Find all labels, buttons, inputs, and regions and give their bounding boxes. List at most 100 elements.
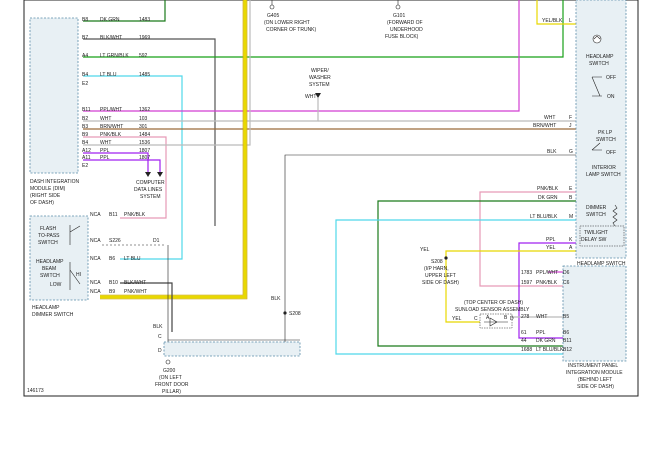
pklp-contacts [591, 142, 602, 151]
ipm-pin-5: B12 [563, 347, 572, 353]
ipm-pin-circuit-2: 278 [521, 314, 530, 320]
dim-pin-color-5: PPL/WHT [100, 107, 122, 113]
sunload-yel: YEL [452, 316, 462, 322]
hs-wire-brnwht: BRN/WHT [533, 123, 556, 129]
wire-yel-a [445, 250, 576, 323]
headlamp-lamp-icon [592, 34, 602, 44]
g405-label-2: (ON LOWER RIGHT [264, 20, 310, 26]
sunload-c: C [474, 316, 478, 322]
dim-pin-color-8: PNK/BLK [100, 132, 122, 138]
diagram-frame [23, 0, 639, 397]
dimmer-label-1: DIMMER [586, 205, 607, 211]
wire-dkgrn-b [377, 200, 576, 347]
dimmer-row4-pin: B10 [109, 280, 118, 286]
hs-wire-yel: YEL [546, 245, 556, 251]
hs-wire-ltblublk: LT BLU/BLK [530, 214, 558, 220]
dim-pin-10: A12 [82, 148, 91, 154]
computer-data-lines: COMPUTER DATA LINES SYSTEM [134, 172, 165, 200]
ipm-label-4: SIDE OF DASH) [577, 384, 614, 390]
interior-label-2: LAMP SWITCH [586, 172, 621, 178]
dim-pin-circuit-10: 1807 [139, 148, 150, 154]
ipm-pin-label-5: LT BLU/BLK [536, 347, 564, 353]
dimmer-label-2: SWITCH [586, 212, 606, 218]
wiper-arrow-icon [315, 93, 321, 98]
s208-lower: BLK S208 [271, 296, 301, 317]
ipm-pin-3: B6 [563, 330, 569, 336]
s208-label-4: SIDE OF DASH) [422, 280, 459, 286]
ipm-pin-label-1: PNK/BLK [536, 280, 558, 286]
flash-label-2: TO-PASS [38, 233, 60, 239]
beam-label-1: HEADLAMP [36, 259, 64, 265]
wire-b7-blkwht [83, 38, 216, 226]
low-label: LOW [50, 282, 62, 288]
g101-label-4: FUSE BLOCK) [385, 34, 419, 40]
ipm-pin-circuit-3: 61 [521, 330, 527, 336]
ipm-pin-label-4: DK GRN [536, 338, 556, 344]
s208-lower-wire: BLK [271, 296, 281, 302]
wire-ppl-k [518, 242, 576, 339]
sunload-label-2: SUNLOAD SENSOR ASSEMBLY [455, 307, 530, 313]
wiper-label-1: WIPER/ [311, 68, 329, 74]
dimmer-resistor [612, 204, 618, 227]
dim-pin-6: B2 [82, 116, 88, 122]
pklp-label-2: SWITCH [596, 137, 616, 143]
hs-wire-yelblk: YEL/BLK [542, 18, 563, 24]
wire-yel-thick [100, 0, 247, 299]
dim-pin-12: E2 [82, 163, 88, 169]
ipm-pin-circuit-5: 1688 [521, 347, 532, 353]
s208-lower-label: S208 [289, 311, 301, 317]
dimmer-row5-nca: NCA [90, 289, 101, 295]
headlamp-switch-title: HEADLAMP SWITCH [577, 261, 626, 267]
dimmer-row4-nca: NCA [90, 280, 101, 286]
ipm-pin-0: D6 [563, 270, 570, 276]
headlamp-switch-contacts [591, 76, 602, 97]
dimmer-row3-pin: B6 [109, 256, 115, 262]
dimmer-row2-nca: NCA [90, 238, 101, 244]
computer-arrow-icon-1 [145, 172, 151, 177]
g405-label-3: CORNER OF TRUNK) [266, 27, 317, 33]
dim-pin-circuit-3: 1485 [139, 72, 150, 78]
dimmer-row2-pin: S226 [109, 238, 121, 244]
g200-label-1: G200 [163, 368, 175, 374]
dimmer-rows: NCA B11 PNK/BLK NCA S226 D1 NCA B6 LT BL… [90, 212, 165, 295]
twilight-label-2: DELAY SW [581, 237, 607, 243]
dimmer-row4-label: BLK/WHT [124, 280, 146, 286]
g200-label-3: FRONT DOOR [155, 382, 189, 388]
dim-module-label-1: DASH INTEGRATION [30, 179, 79, 185]
sunload-box [479, 313, 513, 329]
dim-pin-0: B8 [82, 17, 88, 23]
g101-ground-symbol [395, 4, 401, 10]
dimmer-row2-label: D1 [153, 238, 160, 244]
twilight-delay-box [579, 225, 625, 247]
dimmer-row1-label: PNK/BLK [124, 212, 146, 218]
dim-pin-circuit-9: 1536 [139, 140, 150, 146]
sunload-sensor: (TOP CENTER OF DASH) SUNLOAD SENSOR ASSE… [452, 300, 530, 329]
headlamp-sub-2: SWITCH [589, 61, 609, 67]
dim-pin-circuit-5: 1362 [139, 107, 150, 113]
dim-pin-color-0: DK GRN [100, 17, 120, 23]
wire-yelblk [536, 0, 576, 25]
headlamp-dimmer-switch: FLASH TO-PASS SWITCH HEADLAMP BEAM SWITC… [29, 215, 89, 318]
g200-ground: BLK C D G200 (ON LEFT FRONT DOOR PILLAR) [153, 324, 301, 395]
ipm-pin-circuit-1: 1597 [521, 280, 532, 286]
ipm-pin-circuit-4: 44 [521, 338, 527, 344]
wiper-label-3: SYSTEM [309, 82, 330, 88]
hs-wire-ppl: PPL [546, 237, 556, 243]
dimmer-row3-label: LT BLU [124, 256, 141, 262]
g101-ground: G101 (FORWARD OF UNDERHOOD FUSE BLOCK) [385, 0, 423, 40]
wire-b4-wht [83, 0, 251, 146]
g200-label-4: PILLAR) [162, 389, 181, 395]
wire-pnkblk-e [479, 191, 576, 287]
headlamp-switch: HEADLAMP SWITCH OFF ON PK LP SWITCH OFF … [575, 0, 627, 267]
dim-module-label-4: OF DASH) [30, 200, 54, 206]
wire-yel-thick-outline [100, 0, 248, 300]
flash-label-3: SWITCH [38, 240, 58, 246]
wire-b9-pnkblk [83, 136, 167, 219]
computer-label-3: SYSTEM [140, 194, 161, 200]
dimmer-row1-nca: NCA [90, 212, 101, 218]
dimmer-switch-contacts [69, 225, 81, 290]
headlamp-lamp-filament [593, 35, 601, 40]
